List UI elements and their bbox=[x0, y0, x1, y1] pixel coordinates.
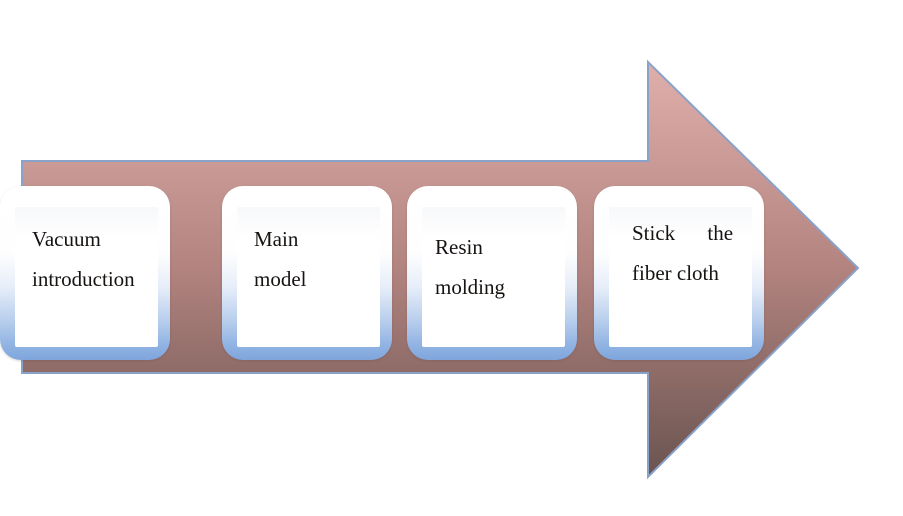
step-label-line: Vacuum bbox=[32, 227, 101, 251]
step-box-resin-molding: Resin molding bbox=[407, 186, 577, 360]
step-label-line: Main bbox=[254, 227, 299, 251]
step-box-stick-fiber-cloth-panel: Stick the fiber cloth bbox=[609, 207, 752, 347]
step-box-main-model: Main model bbox=[222, 186, 392, 360]
step-box-vacuum-introduction: Vacuum introduction bbox=[0, 186, 170, 360]
step-label: Vacuum introduction bbox=[15, 207, 158, 299]
step-label: Main model bbox=[237, 207, 380, 299]
step-label-line: fiber cloth bbox=[632, 261, 719, 285]
step-box-resin-molding-panel: Resin molding bbox=[422, 207, 565, 347]
step-label-line: molding bbox=[435, 275, 506, 299]
step-box-main-model-panel: Main model bbox=[237, 207, 380, 347]
step-label-line: Resin bbox=[435, 235, 483, 259]
step-label: Stick the fiber cloth bbox=[609, 207, 752, 293]
step-label-line: model bbox=[254, 267, 307, 291]
step-box-vacuum-introduction-panel: Vacuum introduction bbox=[15, 207, 158, 347]
step-box-stick-fiber-cloth: Stick the fiber cloth bbox=[594, 186, 764, 360]
step-label: Resin molding bbox=[422, 207, 565, 307]
step-label-line: Stick the bbox=[632, 221, 734, 245]
step-label-line: introduction bbox=[32, 267, 135, 291]
